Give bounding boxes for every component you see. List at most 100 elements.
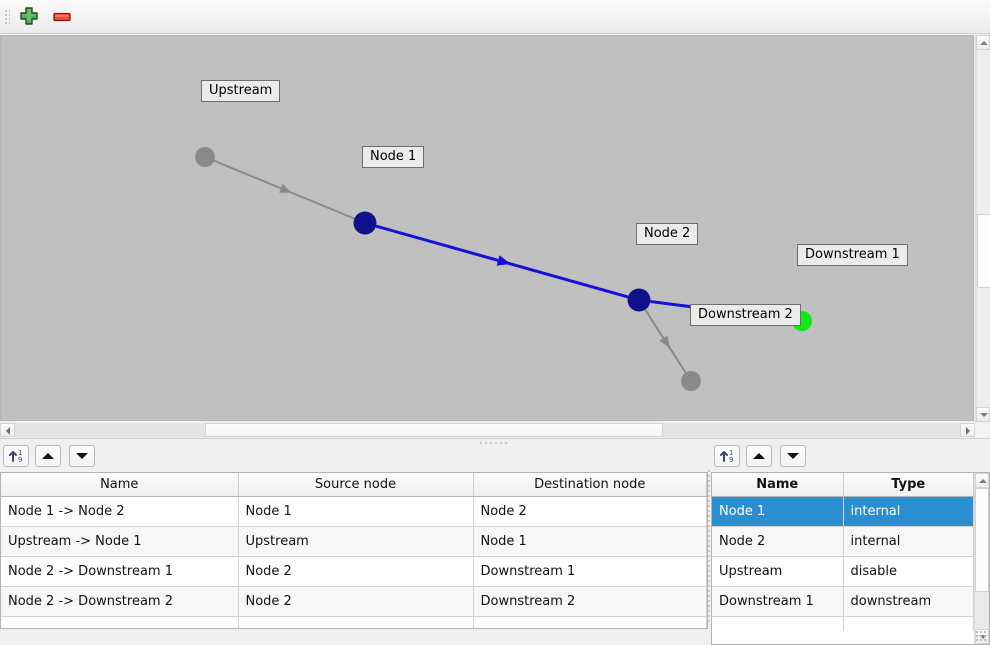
canvas-vertical-scrollbar[interactable] <box>975 35 990 422</box>
graph-edge-arrow-upstream-node1 <box>279 183 292 193</box>
scroll-track-horizontal[interactable] <box>15 423 960 437</box>
svg-text:9: 9 <box>729 456 733 464</box>
edges-table-cell[interactable]: Downstream 1 <box>473 556 707 587</box>
graph-node-node1[interactable] <box>353 211 377 235</box>
horizontal-splitter[interactable] <box>0 438 990 445</box>
nodes-table-cell[interactable]: disable <box>843 556 974 587</box>
edges-table-cell[interactable]: Node 1 -> Node 2 <box>1 496 239 527</box>
edges-sort-button[interactable]: 1 9 <box>3 445 29 467</box>
svg-text:1: 1 <box>729 449 733 457</box>
edges-table-column-header-2[interactable]: Destination node <box>473 473 707 497</box>
triangle-down-icon <box>787 453 799 459</box>
scroll-thumb[interactable] <box>977 214 990 288</box>
nodes-table-cell[interactable]: internal <box>843 526 974 557</box>
graph-node-node2[interactable] <box>627 288 651 312</box>
nodes-scroll-up-button[interactable] <box>975 473 989 488</box>
nodes-table-empty-cell <box>843 616 974 631</box>
svg-text:1: 1 <box>18 449 22 457</box>
graph-node-downstream2[interactable] <box>681 371 701 391</box>
main-toolbar <box>0 0 990 34</box>
window-resize-grip[interactable] <box>976 631 988 643</box>
edges-table-cell[interactable]: Node 2 -> Downstream 1 <box>1 556 239 587</box>
graph-node-upstream[interactable] <box>195 147 215 167</box>
delete-icon[interactable] <box>49 6 75 28</box>
graph-edge-arrow-node1-node2 <box>496 255 511 266</box>
nodes-table-cell[interactable]: Upstream <box>712 556 844 587</box>
nodes-move-up-button[interactable] <box>746 445 772 467</box>
scroll-thumb-horizontal[interactable] <box>205 423 663 437</box>
vertical-pane-divider[interactable] <box>708 470 711 625</box>
add-icon[interactable] <box>16 6 42 28</box>
edges-table-cell[interactable]: Node 2 <box>238 586 474 617</box>
graph-node-label-downstream1[interactable]: Downstream 1 <box>797 244 908 266</box>
edges-table-column-header-0[interactable]: Name <box>1 473 239 497</box>
edges-move-up-button[interactable] <box>35 445 61 467</box>
nodes-table-column-header-0[interactable]: Name <box>712 473 844 497</box>
nodes-table-empty-row <box>712 616 974 631</box>
scroll-up-button[interactable] <box>976 35 990 50</box>
canvas-horizontal-scrollbar[interactable] <box>0 423 975 438</box>
edges-table-empty-row <box>1 616 707 628</box>
scroll-left-button[interactable] <box>0 423 15 437</box>
edges-table-cell[interactable]: Node 2 <box>238 556 474 587</box>
edges-table-cell[interactable]: Node 2 <box>473 496 707 527</box>
nodes-table-cell[interactable]: Node 1 <box>712 496 844 527</box>
nodes-sort-button[interactable]: 1 9 <box>714 445 740 467</box>
splitter-grip[interactable] <box>480 442 510 445</box>
triangle-up-icon <box>42 453 54 459</box>
nodes-table-column-header-1[interactable]: Type <box>843 473 974 497</box>
scrollbar-corner <box>975 423 990 438</box>
graph-node-label-upstream[interactable]: Upstream <box>201 80 281 102</box>
edges-table-cell[interactable]: Upstream <box>238 526 474 557</box>
edges-table-cell[interactable]: Node 1 <box>238 496 474 527</box>
triangle-down-icon <box>76 453 88 459</box>
edges-table-cell[interactable]: Downstream 2 <box>473 586 707 617</box>
edges-table-empty-cell <box>1 616 239 628</box>
scroll-track[interactable] <box>976 50 990 407</box>
toolbar-drag-handle[interactable] <box>5 10 10 24</box>
svg-text:9: 9 <box>18 456 22 464</box>
graph-node-label-node1[interactable]: Node 1 <box>362 146 425 168</box>
chevron-right-icon <box>966 427 970 435</box>
edges-table-cell[interactable]: Node 2 -> Downstream 2 <box>1 586 239 617</box>
nodes-table-cell[interactable]: Downstream 1 <box>712 586 844 617</box>
nodes-scroll-thumb[interactable] <box>975 488 989 592</box>
nodes-scroll-track[interactable] <box>975 592 989 629</box>
nodes-move-down-button[interactable] <box>780 445 806 467</box>
graph-node-label-node2[interactable]: Node 2 <box>636 223 699 245</box>
edges-table-cell[interactable]: Upstream -> Node 1 <box>1 526 239 557</box>
nodes-table-cell[interactable]: Node 2 <box>712 526 844 557</box>
nodes-table-scrollbar[interactable] <box>974 473 989 644</box>
edges-table-empty-cell <box>473 616 707 628</box>
nodes-table-cell[interactable]: downstream <box>843 586 974 617</box>
scroll-down-button[interactable] <box>976 407 990 422</box>
nodes-table-cell[interactable]: internal <box>843 496 974 527</box>
edges-table-column-header-1[interactable]: Source node <box>238 473 474 497</box>
scroll-right-button[interactable] <box>960 423 975 437</box>
edges-table-cell[interactable]: Node 1 <box>473 526 707 557</box>
edges-move-down-button[interactable] <box>69 445 95 467</box>
graph-node-label-downstream2[interactable]: Downstream 2 <box>690 304 801 326</box>
graph-edge-arrow-node2-downstream2 <box>659 335 670 348</box>
